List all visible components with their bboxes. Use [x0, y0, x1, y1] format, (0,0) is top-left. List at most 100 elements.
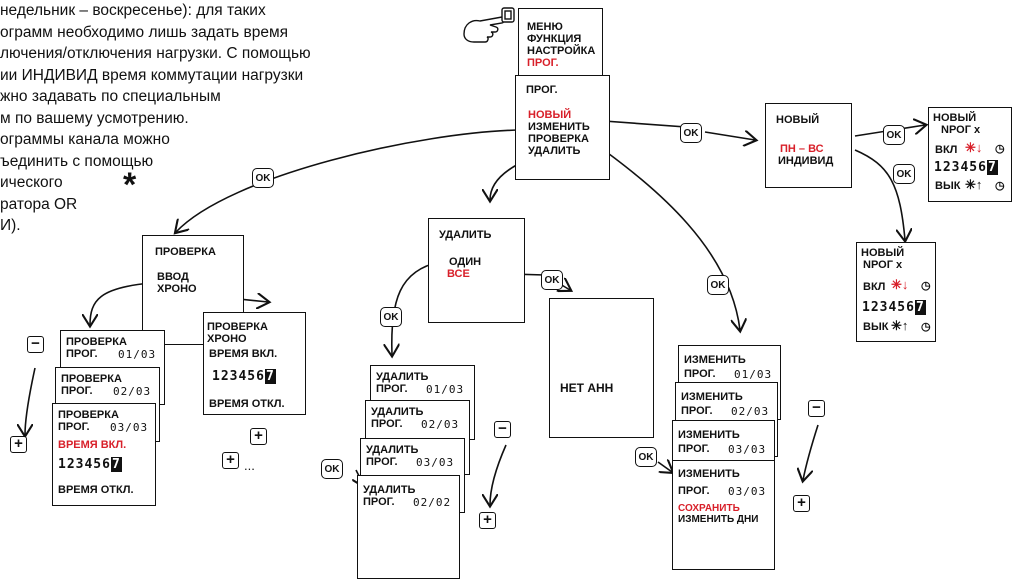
card-counter: 03/03 — [110, 421, 149, 434]
ok-button[interactable]: OK — [321, 459, 343, 479]
on-label: ВКЛ — [863, 281, 886, 293]
card-counter: 03/03 — [416, 456, 455, 469]
plus-button[interactable]: + — [222, 452, 239, 469]
program-number: NРОГ х — [863, 259, 903, 271]
ellipsis: ... — [244, 458, 255, 473]
intro-line: ии ИНДИВИД время коммутации нагрузки — [0, 66, 304, 84]
ok-button[interactable]: OK — [883, 125, 905, 145]
delete-item-all[interactable]: ВСЕ — [447, 268, 470, 280]
menu-item-selected[interactable]: ПРОГ. — [527, 57, 559, 69]
sun-up-icon: ✳↑ — [965, 177, 983, 192]
card-title: ИЗМЕНИТЬ — [678, 468, 740, 480]
prog-screen: ПРОГ. НОВЫЙ ИЗМЕНИТЬ ПРОВЕРКА УДАЛИТЬ — [515, 75, 610, 180]
card-counter: 02/03 — [731, 405, 770, 418]
check-chrono-screen: ПРОВЕРКА ХРОНО ВРЕМЯ ВКЛ. 1234567 ВРЕМЯ … — [203, 312, 306, 415]
minus-button[interactable]: − — [808, 400, 825, 417]
card-chrono: ХРОНО — [207, 333, 247, 345]
plus-button[interactable]: + — [793, 495, 810, 512]
intro-line: ического — [0, 174, 63, 191]
card-title: УДАЛИТЬ — [371, 406, 424, 418]
card-title: ПРОВЕРКА — [66, 336, 127, 348]
intro-line: недельник – воскресенье): для таких — [0, 2, 266, 19]
sun-down-icon: ✳↓ — [891, 277, 909, 292]
delete-card: УДАЛИТЬ ПРОГ. 02/02 — [357, 475, 460, 579]
check-item-chrono[interactable]: ХРОНО — [157, 283, 197, 295]
screen-title: УДАЛИТЬ — [439, 229, 492, 241]
sun-up-icon: ✳↑ — [891, 318, 909, 333]
new-screen: НОВЫЙ ПН – ВС ИНДИВИД — [765, 103, 852, 188]
intro-line: жно задавать по специальным — [0, 88, 221, 105]
clock-icon: ◷ — [921, 321, 931, 333]
plus-button[interactable]: + — [479, 512, 496, 529]
plus-button[interactable]: + — [10, 436, 27, 453]
card-prog: ПРОГ. — [58, 421, 90, 433]
weekday-display: 1234567 — [212, 369, 276, 384]
menu-item[interactable]: МЕНЮ — [527, 21, 563, 33]
screen-title: НОВЫЙ — [776, 114, 820, 126]
menu-item[interactable]: НАСТРОЙКА — [527, 45, 596, 57]
ok-button[interactable]: OK — [707, 275, 729, 295]
intro-line: м по вашему усмотрению. — [0, 109, 189, 127]
check-item-input[interactable]: ВВОД — [157, 271, 189, 283]
new-program-screen: НОВЫЙ NРОГ х ВКЛ ✳↓ ◷ 1234567 ВЫК ✳↑ ◷ — [856, 242, 936, 342]
ok-button[interactable]: OK — [380, 307, 402, 327]
card-title: УДАЛИТЬ — [366, 444, 419, 456]
clock-icon: ◷ — [995, 180, 1005, 192]
card-counter: 03/03 — [728, 485, 767, 498]
card-prog: ПРОГ. — [684, 368, 716, 380]
minus-button[interactable]: − — [27, 336, 44, 353]
time-off-label: ВРЕМЯ ОТКЛ. — [209, 398, 285, 410]
prog-item-delete[interactable]: УДАЛИТЬ — [528, 145, 581, 157]
card-prog: ПРОГ. — [66, 348, 98, 360]
star-mark: * — [123, 166, 137, 204]
card-counter: 01/03 — [426, 383, 465, 396]
empty-screen: НЕТ АНН — [549, 298, 654, 438]
intro-line: ограмм необходимо лишь задать время — [0, 23, 289, 41]
check-card-detail: ПРОВЕРКА ПРОГ. 03/03 ВРЕМЯ ВКЛ. 1234567 … — [52, 403, 156, 506]
new-item-indiv[interactable]: ИНДИВИД — [778, 155, 834, 167]
card-title: ПРОВЕРКА — [207, 321, 268, 333]
weekday-display: 1234567 — [58, 457, 122, 472]
prog-item-new[interactable]: НОВЫЙ — [528, 109, 572, 121]
off-label: ВЫК — [863, 321, 889, 333]
intro-line: лючения/отключения нагрузки. С помощью — [0, 45, 311, 62]
card-prog: ПРОГ. — [681, 405, 713, 417]
menu-item[interactable]: ФУНКЦИЯ — [527, 33, 582, 45]
edit-item-save[interactable]: СОХРАНИТЬ — [678, 503, 740, 514]
plus-button[interactable]: + — [250, 428, 267, 445]
ok-button[interactable]: OK — [635, 447, 657, 467]
card-prog: ПРОГ. — [363, 496, 395, 508]
off-label: ВЫК — [935, 180, 961, 192]
screen-title: НОВЫЙ — [933, 112, 977, 124]
card-counter: 01/03 — [734, 368, 773, 381]
minus-button[interactable]: − — [494, 421, 511, 438]
card-prog: ПРОГ. — [678, 443, 710, 455]
card-prog: ПРОГ. — [678, 485, 710, 497]
card-prog: ПРОГ. — [376, 383, 408, 395]
empty-message: НЕТ АНН — [560, 381, 614, 395]
delete-item-one[interactable]: ОДИН — [449, 256, 482, 268]
prog-item-edit[interactable]: ИЗМЕНИТЬ — [528, 121, 590, 133]
ok-button[interactable]: OK — [252, 168, 274, 188]
prog-item-check[interactable]: ПРОВЕРКА — [528, 133, 589, 145]
intro-line: ъединить с помощью — [0, 152, 154, 170]
card-title: УДАЛИТЬ — [376, 371, 429, 383]
ok-button[interactable]: OK — [680, 123, 702, 143]
card-counter: 02/03 — [113, 385, 152, 398]
card-title: ИЗМЕНИТЬ — [684, 354, 746, 366]
program-number: NРОГ х — [941, 124, 981, 136]
ok-button[interactable]: OK — [541, 270, 563, 290]
edit-card-detail: ИЗМЕНИТЬ ПРОГ. 03/03 СОХРАНИТЬ ИЗМЕНИТЬ … — [672, 460, 775, 570]
card-counter: 02/02 — [413, 496, 452, 509]
card-counter: 01/03 — [118, 348, 157, 361]
intro-text: недельник – воскресенье): для таких огра… — [0, 0, 430, 237]
card-title: ПРОВЕРКА — [61, 373, 122, 385]
intro-line: И). — [0, 217, 21, 234]
card-prog: ПРОГ. — [371, 418, 403, 430]
time-on-label: ВРЕМЯ ВКЛ. — [58, 439, 127, 451]
ok-button[interactable]: OK — [893, 164, 915, 184]
card-prog: ПРОГ. — [366, 456, 398, 468]
new-item-mon-sun[interactable]: ПН – ВС — [780, 143, 824, 155]
edit-item-change-days[interactable]: ИЗМЕНИТЬ ДНИ — [678, 514, 759, 525]
on-label: ВКЛ — [935, 144, 958, 156]
